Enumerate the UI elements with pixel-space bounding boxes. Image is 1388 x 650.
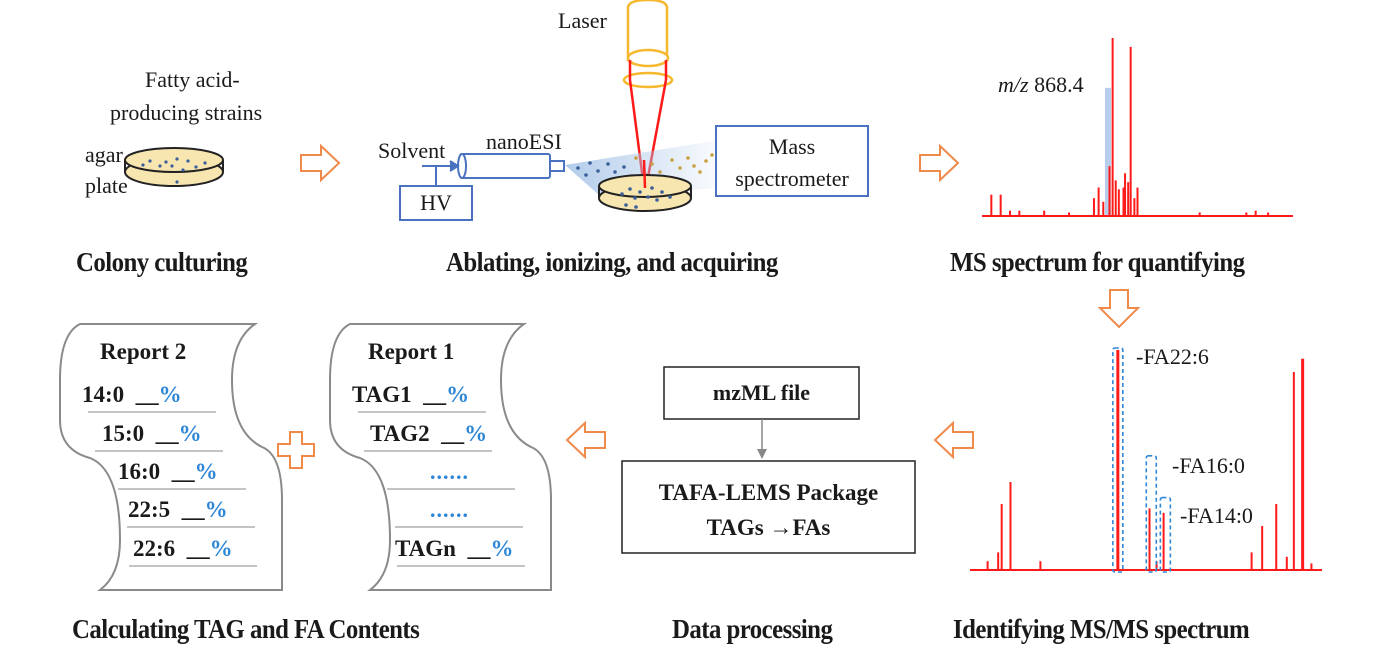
report2-row-blank: __ <box>171 459 195 484</box>
peak-label-fa22-6: -FA22:6 <box>1136 344 1209 369</box>
caption-colony-culturing: Colony culturing <box>76 247 248 277</box>
report1-row-percent: % <box>464 421 488 446</box>
report1-scroll <box>329 323 552 591</box>
mzml-file-box <box>663 366 860 420</box>
report2-row-name: 16:0 <box>118 459 161 484</box>
report2-row-name: 14:0 <box>82 382 125 407</box>
report2-row: 15:0 __% <box>102 422 202 445</box>
solvent-line <box>422 160 460 186</box>
fragment-highlight-box <box>1145 454 1158 573</box>
mzml-file-label: mzML file <box>712 380 811 405</box>
hv-label: HV <box>420 190 452 215</box>
arrow-head-icon <box>757 449 767 459</box>
tafa-lems-package-box <box>621 460 916 554</box>
report2-row-name: 15:0 <box>102 421 145 446</box>
report2-row-blank: __ <box>155 421 179 446</box>
agar-label-line1: agar <box>85 142 123 167</box>
ms-spectrum-plot <box>982 38 1293 217</box>
nanoesi-label: nanoESI <box>486 129 562 154</box>
report1-row-blank: __ <box>423 382 447 407</box>
mass-spectrometer-label-line2: spectrometer <box>735 166 849 191</box>
arrow-right-icon <box>919 143 960 183</box>
report2-row: 22:5 __% <box>128 498 228 521</box>
report2-row-name: 22:5 <box>128 497 171 522</box>
mz-annotation: m/z 868.4 <box>998 74 1084 96</box>
arrow-left-icon <box>933 420 974 460</box>
caption-calculating: Calculating TAG and FA Contents <box>72 614 420 644</box>
report1-row-blank: __ <box>467 536 491 561</box>
caption-ms-spectrum: MS spectrum for quantifying <box>950 247 1245 277</box>
caption-data-processing: Data processing <box>672 614 833 644</box>
hv-box <box>399 185 473 221</box>
report1-row-blank: __ <box>441 421 465 446</box>
report1-row-name: TAG2 <box>370 421 430 446</box>
report2-row-name: 22:6 <box>133 536 176 561</box>
report2-row-blank: __ <box>135 382 159 407</box>
agar-plate-icon <box>124 147 224 187</box>
report2-scroll <box>59 323 283 591</box>
report2-row-percent: % <box>209 536 233 561</box>
report1-row: TAGn __% <box>395 537 513 560</box>
report1-row-ellipsis: ...... <box>430 459 469 484</box>
report1-row: TAG2 __% <box>370 422 487 445</box>
msms-spectrum-plot <box>970 347 1322 573</box>
plus-icon <box>277 431 315 469</box>
report2-row-percent: % <box>178 421 202 446</box>
report1-row-percent: % <box>490 536 514 561</box>
report1-row: ...... <box>430 460 469 483</box>
mass-spectrometer-label-line1: Mass <box>768 134 816 159</box>
report1-row-name: TAGn <box>395 536 456 561</box>
arrow-right-icon <box>300 143 341 183</box>
report2-row-blank: __ <box>181 497 205 522</box>
report1-row-percent: % <box>446 382 470 407</box>
arrow-down-icon <box>1097 289 1141 329</box>
peak-label-fa14-0: -FA14:0 <box>1180 503 1253 528</box>
report2-row-percent: % <box>194 459 218 484</box>
report1-row-ellipsis: ...... <box>430 497 469 522</box>
solvent-label: Solvent <box>378 138 446 163</box>
strains-label-line1: Fatty acid- <box>145 67 240 92</box>
report2-row: 16:0 __% <box>118 460 218 483</box>
report1-row: ...... <box>430 498 469 521</box>
report2-title: Report 2 <box>100 339 187 364</box>
report2-row: 22:6 __% <box>133 537 233 560</box>
precursor-highlight <box>1104 87 1111 216</box>
nanoesi-emitter-icon <box>457 153 565 179</box>
agar-label-line2: plate <box>85 173 128 198</box>
report1-row-name: TAG1 <box>352 382 412 407</box>
report1-title: Report 1 <box>368 339 455 364</box>
report1-row: TAG1 __% <box>352 383 469 406</box>
mz-value: 868.4 <box>1034 72 1084 97</box>
strains-label-line2: producing strains <box>110 100 263 125</box>
report2-row-percent: % <box>204 497 228 522</box>
mz-prefix: m/z <box>998 72 1029 97</box>
package-label-line1: TAFA-LEMS Package <box>658 480 879 505</box>
caption-ablating: Ablating, ionizing, and acquiring <box>446 247 778 277</box>
peak-label-fa16-0: -FA16:0 <box>1172 453 1245 478</box>
package-label-line2: TAGs →FAs <box>706 515 831 540</box>
fragment-highlight-box <box>1112 347 1124 573</box>
caption-identifying-msms: Identifying MS/MS spectrum <box>953 614 1250 644</box>
laser-label: Laser <box>558 8 607 33</box>
report2-row-blank: __ <box>186 536 210 561</box>
arrow-left-icon <box>565 420 606 460</box>
report2-row-percent: % <box>158 382 182 407</box>
mass-spectrometer-box <box>715 125 869 197</box>
report2-row: 14:0 __% <box>82 383 182 406</box>
fragment-highlight-box <box>1159 496 1172 573</box>
laser-icon <box>622 0 674 89</box>
